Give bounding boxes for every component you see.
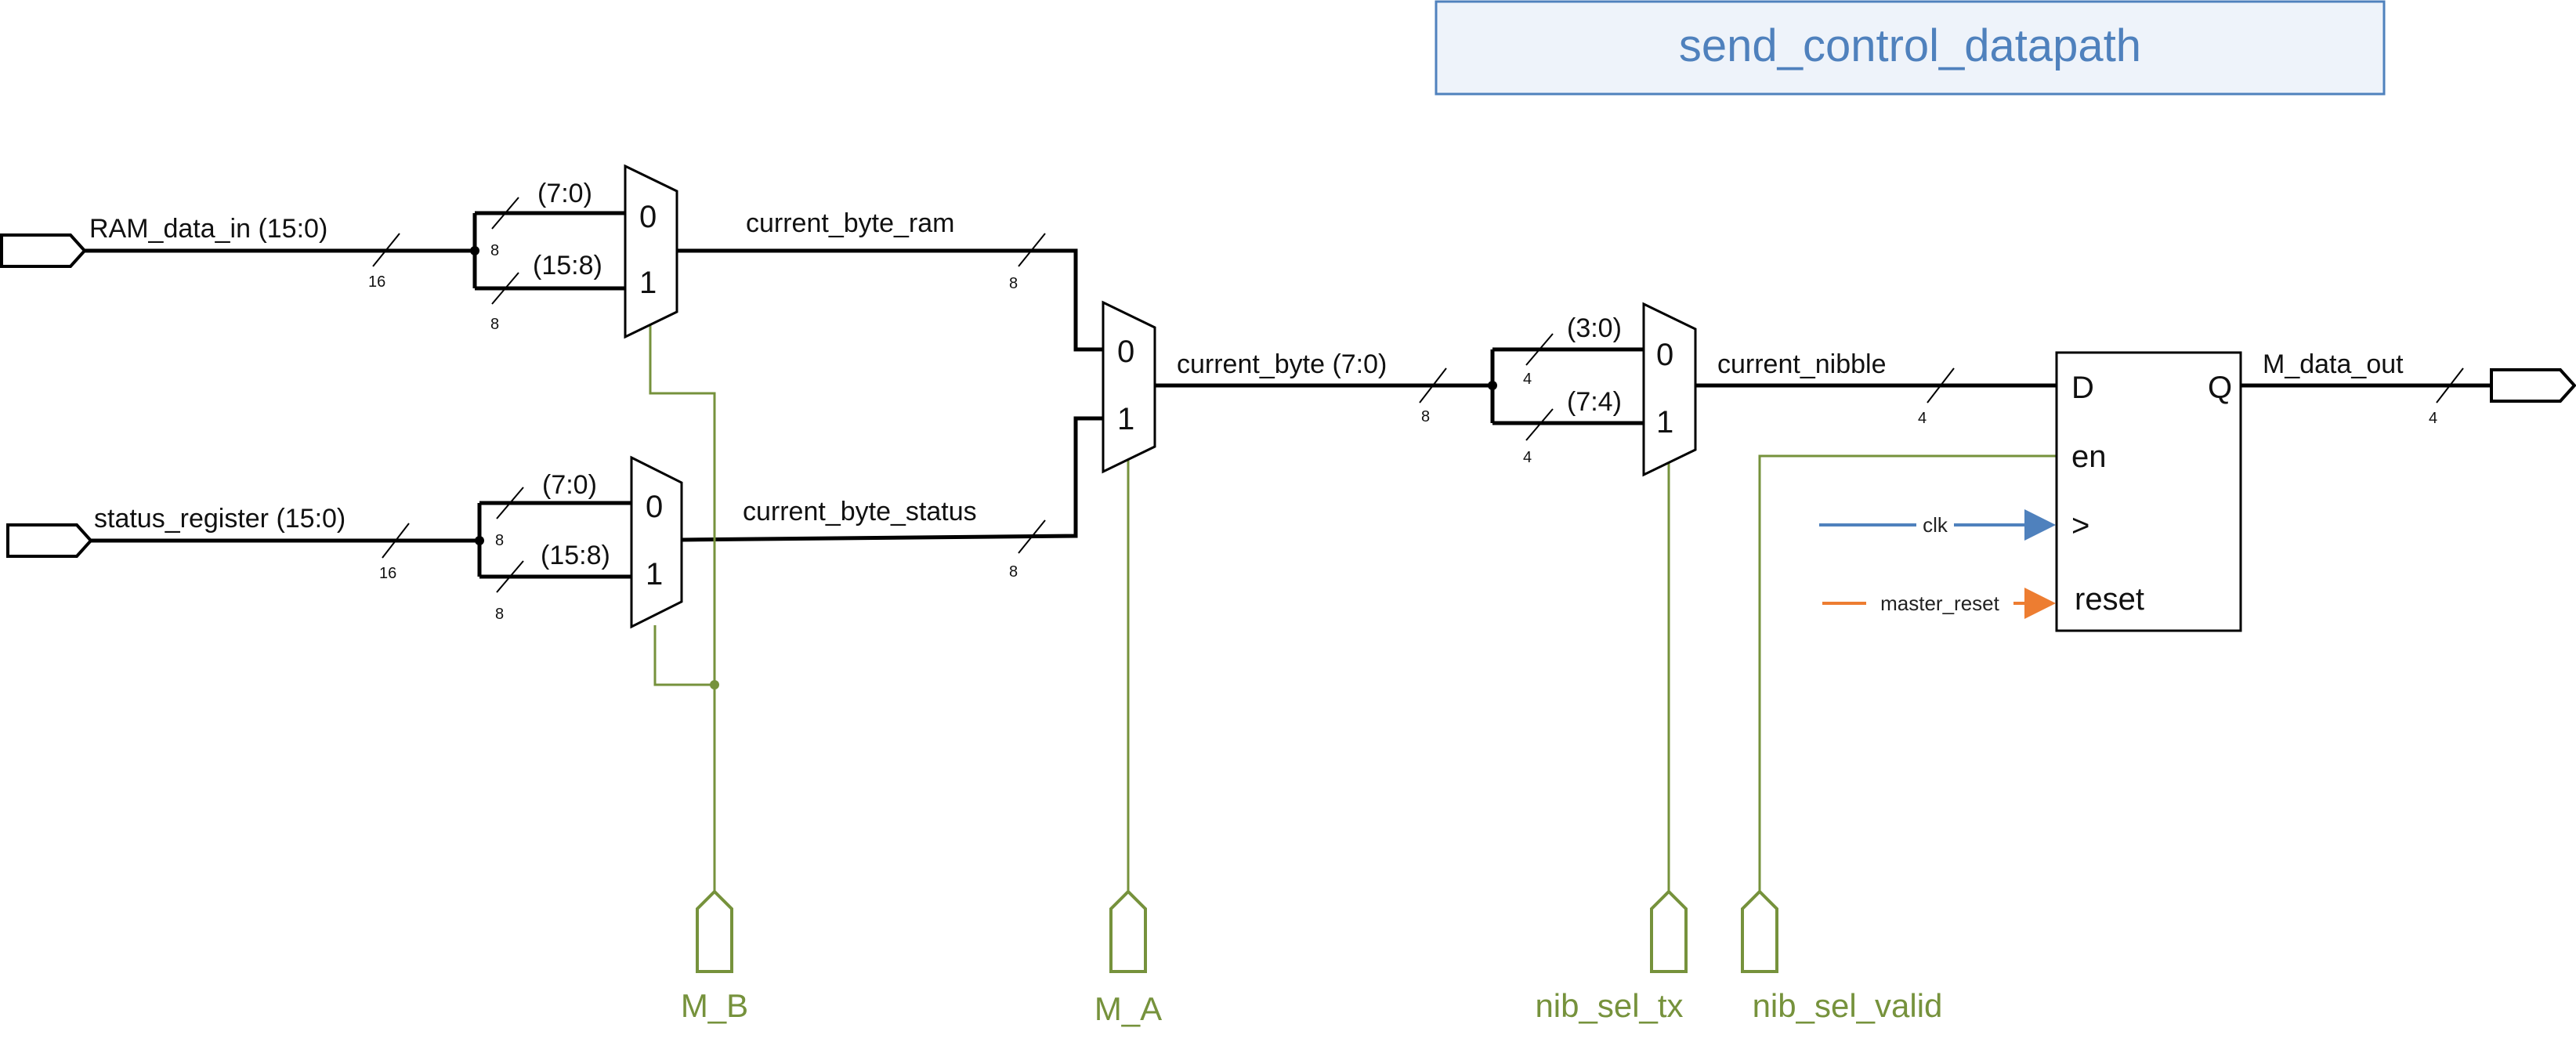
svg-text:0: 0 bbox=[1117, 335, 1134, 369]
slice-nibble-lo: (3:0) bbox=[1567, 313, 1622, 343]
width-out: 4 bbox=[2429, 410, 2437, 427]
data-buses bbox=[85, 211, 2491, 579]
svg-text:1: 1 bbox=[1656, 405, 1673, 440]
nib-sel-valid-label: nib_sel_valid bbox=[1753, 987, 1943, 1024]
mux-nibble-select: 0 1 bbox=[1642, 302, 1697, 477]
ram-data-in-port bbox=[0, 233, 87, 268]
width-nibble-hi: 4 bbox=[1523, 449, 1532, 466]
nib-sel-tx-port bbox=[1650, 889, 1688, 973]
m-b-port bbox=[696, 889, 733, 973]
title-box bbox=[1435, 0, 2386, 96]
m-b-label: M_B bbox=[681, 987, 748, 1024]
clk-label: clk bbox=[1923, 513, 1948, 537]
bus-width-ticks bbox=[372, 197, 2464, 593]
width-status-lo: 8 bbox=[495, 532, 504, 549]
width-status-hi: 8 bbox=[495, 606, 504, 623]
ff-d-label: D bbox=[2071, 371, 2094, 405]
slice-status-hi: (15:8) bbox=[541, 541, 610, 570]
m-a-port bbox=[1109, 889, 1147, 973]
current-byte-status-label: current_byte_status bbox=[743, 497, 977, 526]
m-b-junction bbox=[710, 680, 719, 689]
ram-split-junction bbox=[470, 246, 479, 255]
nib-sel-tx-label: nib_sel_tx bbox=[1535, 987, 1683, 1024]
svg-text:1: 1 bbox=[1117, 402, 1134, 436]
ff-clk-label: > bbox=[2071, 508, 2089, 543]
svg-text:1: 1 bbox=[646, 557, 663, 592]
m-a-label: M_A bbox=[1094, 990, 1162, 1027]
current-byte-ram-label: current_byte_ram bbox=[746, 208, 954, 238]
svg-text:0: 0 bbox=[646, 490, 663, 524]
master-reset-label: master_reset bbox=[1880, 592, 1999, 615]
width-status-in: 16 bbox=[379, 565, 396, 582]
width-nibble-lo: 4 bbox=[1523, 371, 1532, 388]
current-nibble-label: current_nibble bbox=[1717, 349, 1886, 379]
ff-reset-label: reset bbox=[2075, 582, 2144, 617]
mux-ram-bytes: 0 1 bbox=[624, 164, 678, 339]
width-current-byte: 8 bbox=[1421, 408, 1430, 425]
svg-text:0: 0 bbox=[639, 200, 657, 234]
width-nibble: 4 bbox=[1918, 410, 1927, 427]
mux-status-bytes: 0 1 bbox=[630, 455, 683, 629]
m-data-out-label: M_data_out bbox=[2263, 349, 2404, 379]
svg-text:1: 1 bbox=[639, 266, 657, 300]
slice-ram-hi: (15:8) bbox=[533, 251, 602, 280]
m-data-out-port bbox=[2490, 368, 2576, 403]
ram-data-in-label: RAM_data_in (15:0) bbox=[89, 214, 327, 244]
width-ram-in: 16 bbox=[368, 273, 385, 291]
slice-nibble-hi: (7:4) bbox=[1567, 387, 1622, 417]
status-split-junction bbox=[475, 536, 484, 545]
slice-status-lo: (7:0) bbox=[542, 470, 597, 500]
byte-split-junction bbox=[1488, 381, 1497, 390]
width-ram-hi: 8 bbox=[490, 316, 499, 333]
nib-sel-valid-port bbox=[1741, 889, 1778, 973]
diagram-title: send_control_datapath bbox=[1679, 20, 2141, 71]
width-byte-ram: 8 bbox=[1009, 275, 1018, 292]
mux-byte-select: 0 1 bbox=[1102, 300, 1156, 474]
control-wires bbox=[649, 320, 2057, 893]
width-byte-status: 8 bbox=[1009, 563, 1018, 581]
clk-label-bg bbox=[1916, 514, 1954, 536]
width-ram-lo: 8 bbox=[490, 242, 499, 259]
output-register: D Q en > reset bbox=[2055, 351, 2242, 632]
master-reset-label-bg bbox=[1866, 592, 2013, 614]
status-register-label: status_register (15:0) bbox=[94, 504, 346, 534]
ff-en-label: en bbox=[2071, 440, 2107, 474]
slice-ram-lo: (7:0) bbox=[537, 179, 592, 208]
current-byte-label: current_byte (7:0) bbox=[1177, 349, 1387, 379]
svg-text:0: 0 bbox=[1656, 338, 1673, 372]
ff-q-label: Q bbox=[2208, 371, 2232, 405]
status-register-port bbox=[6, 523, 93, 558]
